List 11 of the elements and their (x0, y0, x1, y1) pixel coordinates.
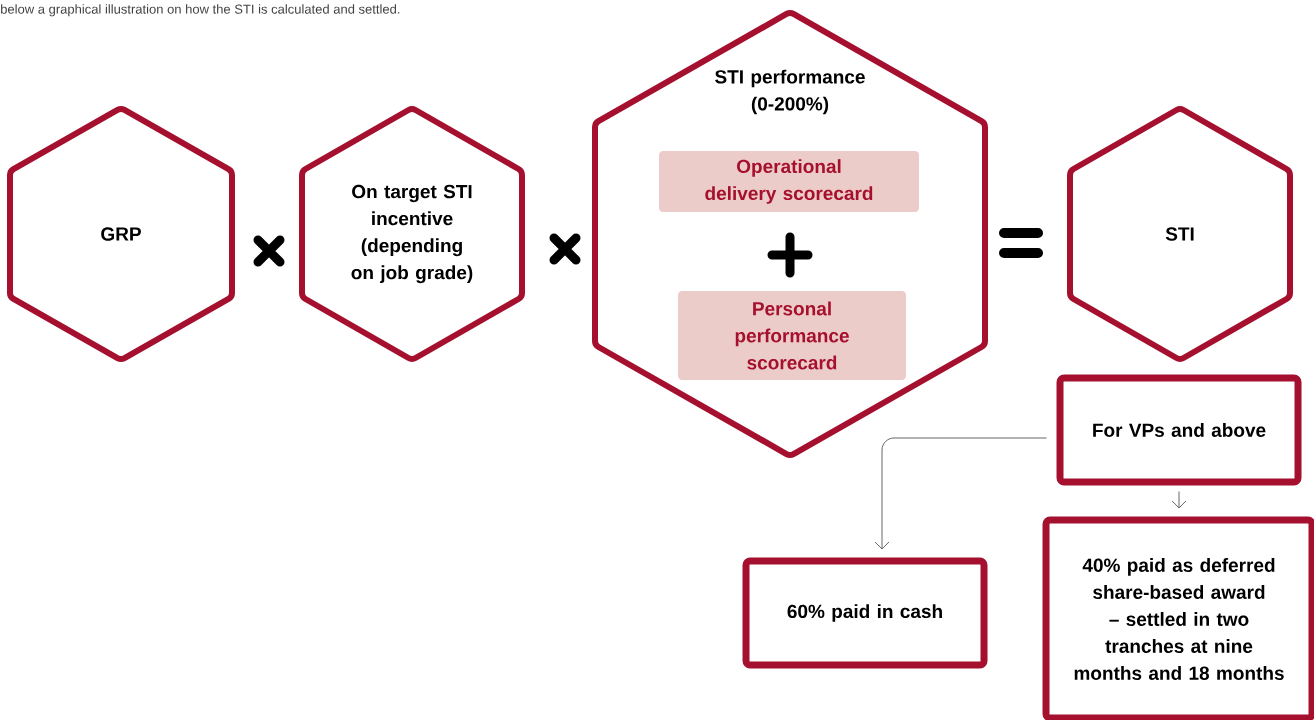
text-box: 60% paid in cash (742, 557, 988, 669)
scorecard-box: Personal performance scorecard (678, 291, 906, 380)
text-box: For VPs and above (1056, 374, 1302, 486)
arrow (1171, 491, 1187, 509)
hexagon: STI (1067, 106, 1293, 362)
text-box: 40% paid as deferred share-based award – settled in two tranches at nine months and 18 months (1042, 516, 1314, 720)
intro-text: below a graphical illustration on how the STI is calculated and settled. (1, 4, 400, 17)
hexagon: On target STI incentive (depending on job grade) (299, 106, 525, 362)
arrow (874, 437, 1047, 550)
scorecard-box: Operational delivery scorecard (659, 151, 919, 212)
hexagon: GRP (7, 106, 235, 362)
